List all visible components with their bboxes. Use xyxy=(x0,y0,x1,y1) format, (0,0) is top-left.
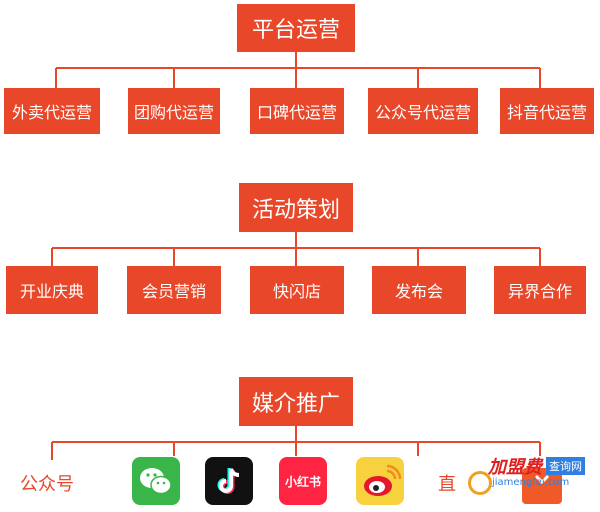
node-grand-opening: 开业庆典 xyxy=(6,266,98,314)
node-takeaway-ops: 外卖代运营 xyxy=(4,88,100,134)
node-member-marketing: 会员营销 xyxy=(127,266,221,314)
node-group-buy-ops: 团购代运营 xyxy=(128,88,220,134)
node-douyin-ops: 抖音代运营 xyxy=(500,88,594,134)
tiktok-icon xyxy=(205,457,253,505)
node-launch-event: 发布会 xyxy=(372,266,466,314)
node-official-account-ops: 公众号代运营 xyxy=(368,88,478,134)
channel-label-live: 直 xyxy=(438,474,456,495)
section-title-events: 活动策划 xyxy=(239,183,353,232)
magnifier-icon xyxy=(468,471,492,495)
section-title-platform: 平台运营 xyxy=(237,4,355,52)
node-crossover: 异界合作 xyxy=(494,266,586,314)
section-title-media: 媒介推广 xyxy=(239,377,353,426)
watermark-tag: 查询网 xyxy=(546,457,585,475)
xiaohongshu-icon-text: 小红书 xyxy=(284,474,321,489)
channel-label-official-account: 公众号 xyxy=(20,474,74,495)
xiaohongshu-icon: 小红书 xyxy=(279,457,327,505)
node-popup-store: 快闪店 xyxy=(250,266,344,314)
watermark-brand: 加盟费 xyxy=(488,457,542,478)
wechat-icon xyxy=(132,457,180,505)
watermark-url: jiamengfei.com xyxy=(492,477,570,488)
watermark-logo: 加盟费 查询网 jiamengfei.com xyxy=(468,453,594,501)
weibo-icon xyxy=(356,457,404,505)
node-koubei-ops: 口碑代运营 xyxy=(250,88,344,134)
